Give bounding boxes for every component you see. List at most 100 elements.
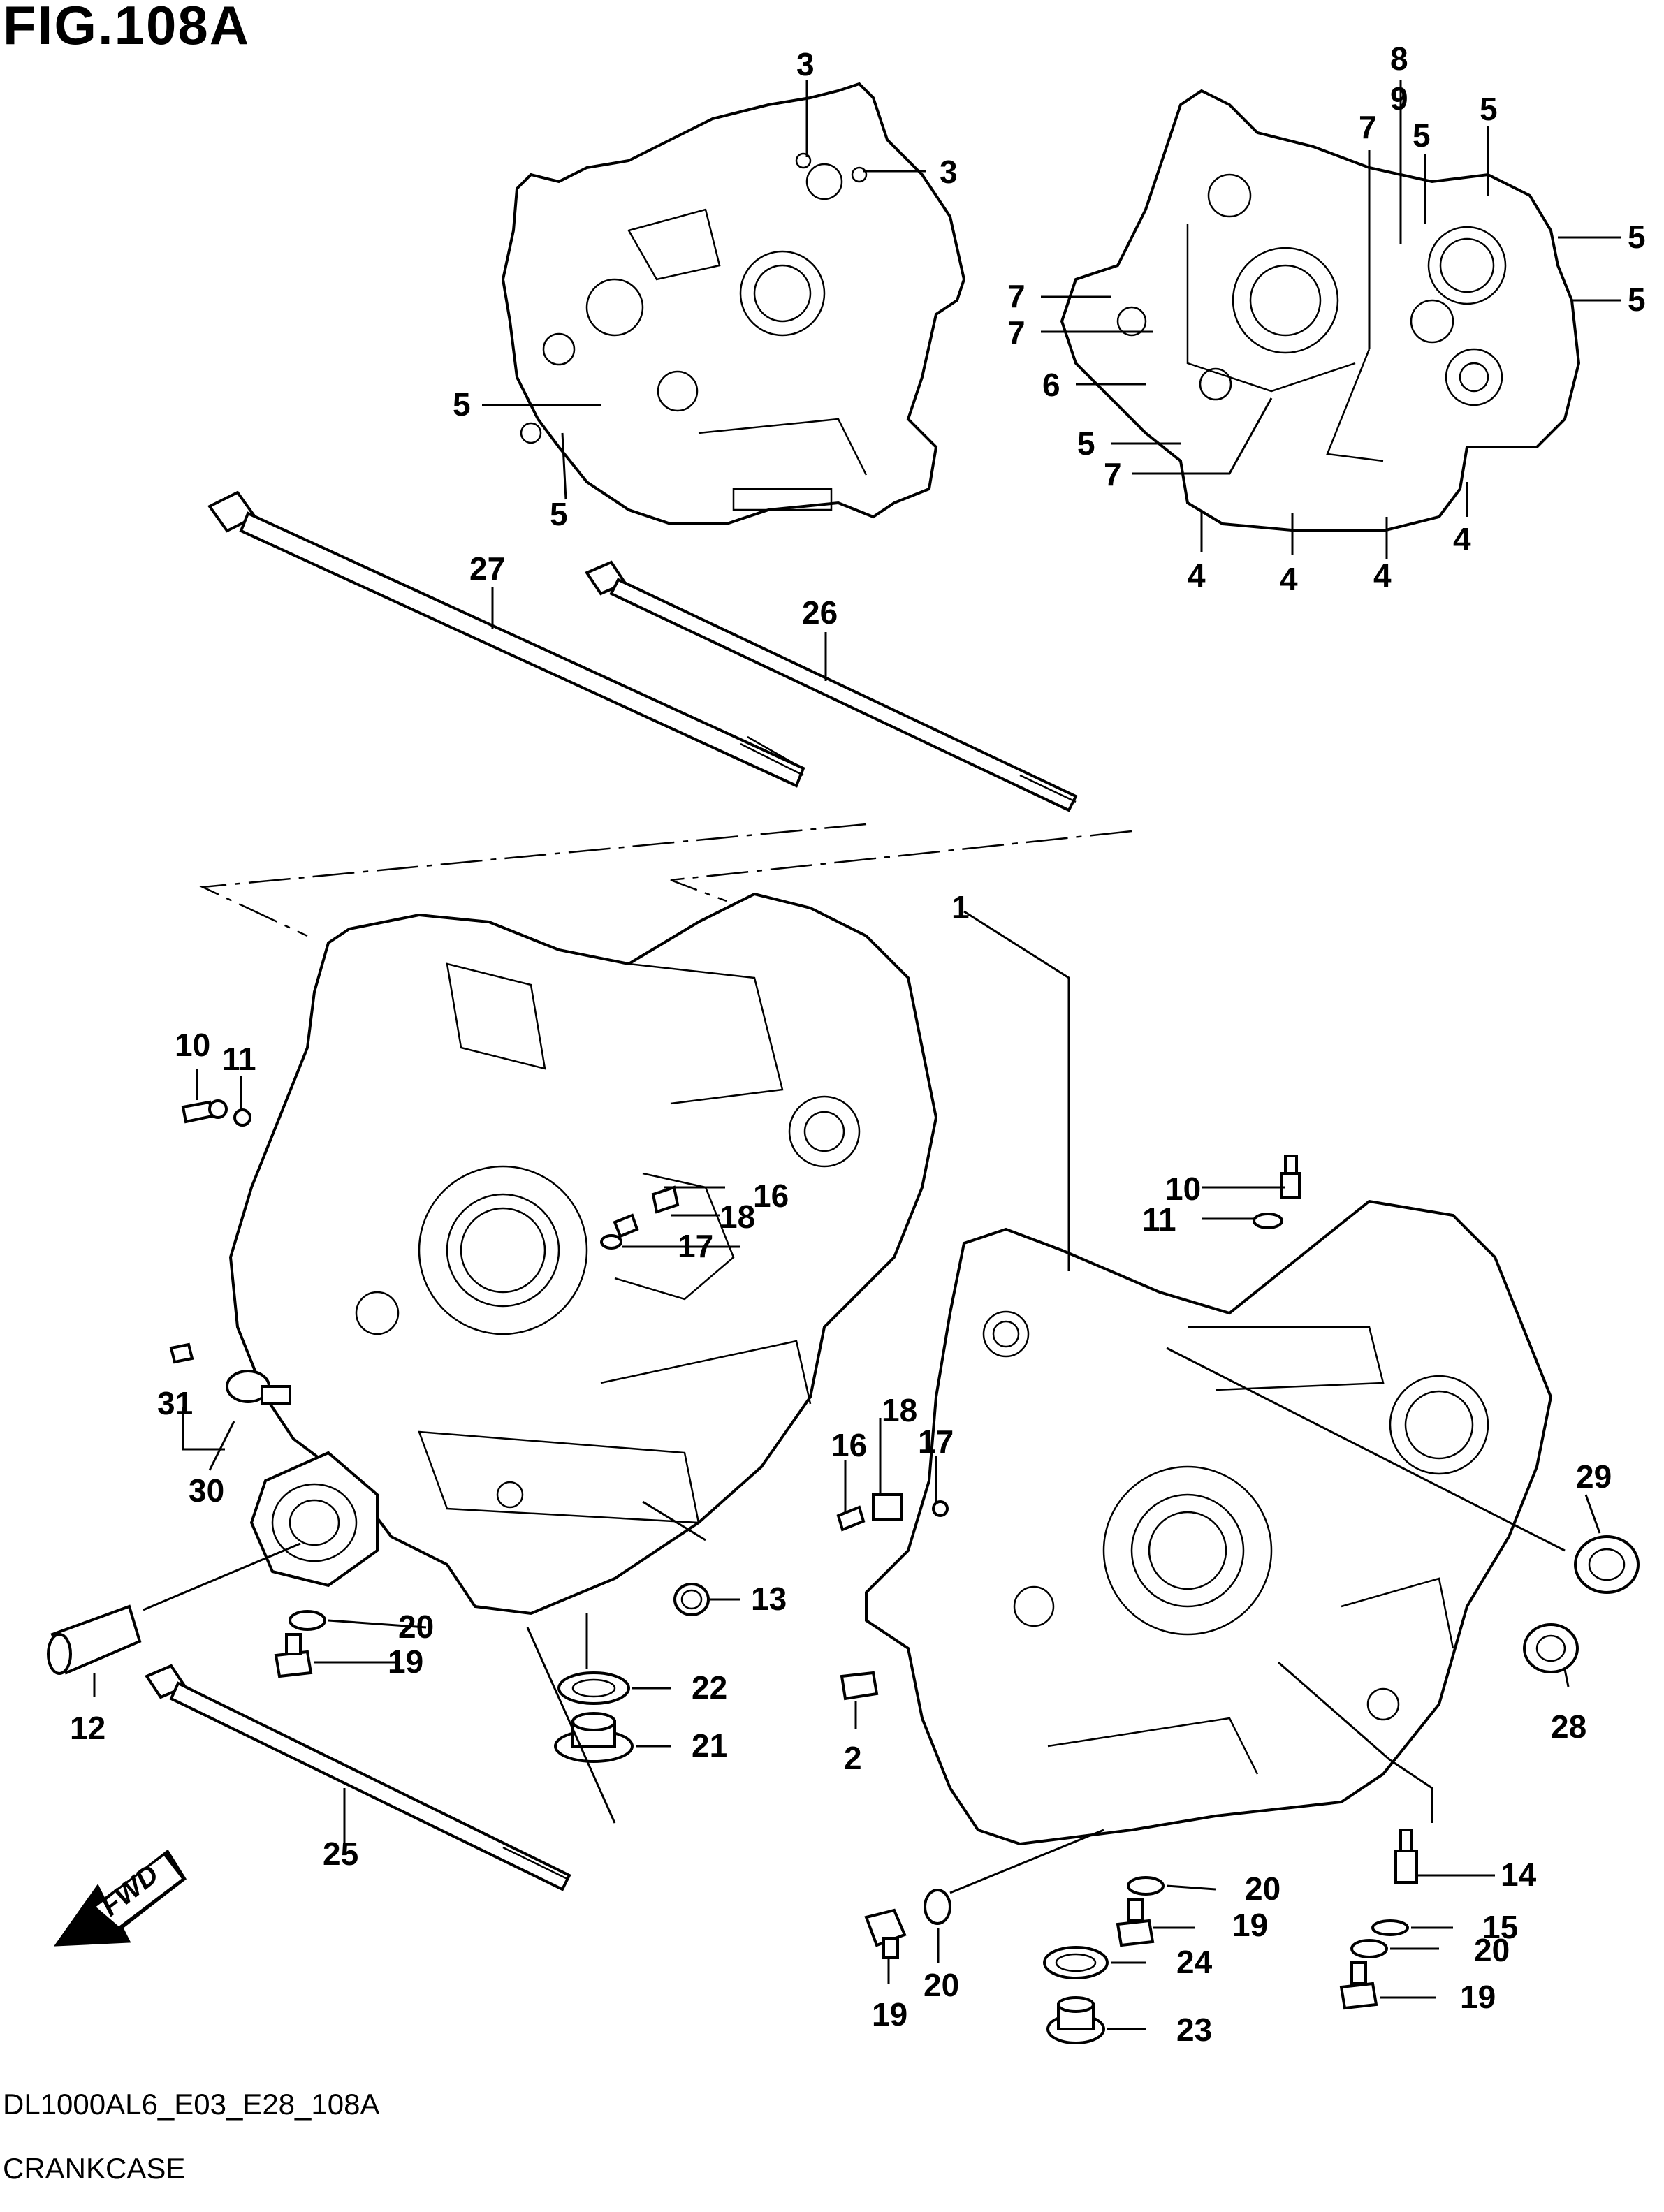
callout-7: 7	[1007, 278, 1026, 314]
callout-5: 5	[453, 386, 471, 423]
callout-29: 29	[1576, 1458, 1612, 1495]
part-17-right-oring	[932, 1500, 949, 1517]
callout-20: 20	[1245, 1870, 1280, 1907]
crankcase-main-left-half	[228, 892, 938, 1616]
callout-18: 18	[720, 1199, 755, 1235]
part-21-plug	[554, 1712, 634, 1763]
callout-13: 13	[751, 1581, 787, 1617]
part-19-right-bolt	[1339, 1961, 1378, 2010]
callout-26: 26	[802, 594, 838, 631]
part-12-sleeve	[47, 1604, 142, 1675]
callout-11: 11	[222, 1041, 256, 1077]
crankcase-main-right-half	[865, 1199, 1553, 1846]
callout-1: 1	[951, 889, 970, 925]
callout-9: 9	[1390, 80, 1408, 117]
part-17-left-oring	[600, 1234, 622, 1250]
callout-4: 4	[1453, 521, 1471, 557]
part-11-left-washer	[233, 1108, 251, 1127]
callout-19: 19	[1460, 1979, 1496, 2015]
callout-25: 25	[323, 1836, 358, 1872]
part-10-left-bolt	[181, 1099, 228, 1124]
callout-16: 16	[753, 1178, 789, 1214]
bolt-27	[207, 490, 805, 788]
callout-24: 24	[1176, 1944, 1213, 1980]
callout-19: 19	[388, 1643, 423, 1680]
part-30-switch	[226, 1370, 291, 1405]
diagram-code: DL1000AL6_E03_E28_108A	[3, 2088, 380, 2121]
part-18-left-nozzle	[651, 1185, 680, 1214]
callout-11: 11	[1142, 1201, 1176, 1238]
part-19-bottom-bolt	[864, 1908, 907, 1959]
part-19-mid-bolt	[1116, 1898, 1155, 1947]
callout-3: 3	[796, 46, 815, 82]
callout-10: 10	[1165, 1171, 1201, 1207]
part-28-cap	[1523, 1623, 1579, 1673]
callout-20: 20	[924, 1967, 959, 2003]
callout-19: 19	[872, 1996, 907, 2032]
part-2-dowel	[840, 1671, 879, 1701]
part-20-bottom-gasket	[924, 1889, 951, 1925]
leader-lines	[93, 80, 1621, 2030]
crankcase-half-top-right-view	[1060, 89, 1581, 532]
callout-17: 17	[678, 1228, 713, 1264]
callout-7: 7	[1359, 109, 1377, 145]
callout-5: 5	[1077, 425, 1095, 462]
callout-3: 3	[940, 154, 958, 190]
part-20-right-gasket	[1350, 1939, 1388, 1958]
callout-7: 7	[1007, 314, 1026, 351]
callout-20: 20	[398, 1609, 434, 1645]
part-20-mid-gasket	[1127, 1876, 1165, 1896]
part-20-left-gasket	[289, 1610, 326, 1631]
bolt-25	[145, 1664, 571, 1891]
callout-27: 27	[469, 550, 505, 587]
callout-5: 5	[1628, 281, 1646, 318]
crankcase-half-top-left-view	[501, 82, 966, 525]
callout-18: 18	[882, 1392, 917, 1428]
figure-title: FIG.108A	[3, 0, 251, 56]
part-22-washer	[557, 1671, 630, 1705]
callout-31: 31	[157, 1385, 193, 1421]
callout-17: 17	[918, 1423, 954, 1460]
callout-4: 4	[1280, 561, 1298, 597]
part-23-plug	[1046, 1996, 1105, 2044]
callout-14: 14	[1501, 1856, 1537, 1893]
callout-2: 2	[844, 1740, 862, 1776]
oil-filter-boss	[249, 1451, 379, 1588]
callout-7: 7	[1104, 456, 1122, 492]
callout-8: 8	[1390, 41, 1408, 77]
part-29-cap	[1574, 1535, 1640, 1594]
callout-23: 23	[1176, 2012, 1212, 2048]
part-10-right-bolt	[1280, 1155, 1301, 1199]
part-19-left-bolt	[274, 1633, 313, 1678]
callout-16: 16	[831, 1427, 867, 1463]
callout-20: 20	[1474, 1932, 1510, 1968]
part-13-oring	[673, 1583, 710, 1616]
callout-19: 19	[1232, 1907, 1268, 1943]
part-16-left-jet	[613, 1213, 639, 1238]
part-11-right-washer	[1253, 1213, 1283, 1229]
callout-4: 4	[1373, 557, 1392, 594]
callout-5: 5	[1480, 91, 1498, 127]
callout-21: 21	[692, 1727, 727, 1764]
callout-10: 10	[175, 1027, 210, 1063]
callout-5: 5	[1628, 219, 1646, 255]
part-18-right-nozzle	[872, 1493, 903, 1521]
callout-5: 5	[1413, 117, 1431, 154]
part-14-bolt	[1394, 1829, 1418, 1884]
callout-30: 30	[189, 1472, 224, 1509]
callout-12: 12	[70, 1710, 105, 1746]
callout-labels: 3 3 5 5 8 9 7 5 5 5 5 7 7 6 5 7 4 4 4 4 …	[70, 41, 1646, 2048]
diagram-name: CRANKCASE	[3, 2152, 186, 2185]
callout-6: 6	[1042, 367, 1060, 403]
bolt-26	[585, 560, 1078, 812]
callout-28: 28	[1551, 1708, 1586, 1745]
part-24-washer	[1043, 1946, 1109, 1979]
fwd-arrow-icon: FWD	[54, 1849, 187, 1947]
part-15-washer	[1371, 1919, 1409, 1936]
callout-22: 22	[692, 1669, 727, 1706]
callout-5: 5	[550, 496, 568, 532]
callout-15: 15	[1482, 1909, 1518, 1945]
part-16-right-jet	[836, 1505, 866, 1532]
part-31-plug	[169, 1342, 194, 1364]
